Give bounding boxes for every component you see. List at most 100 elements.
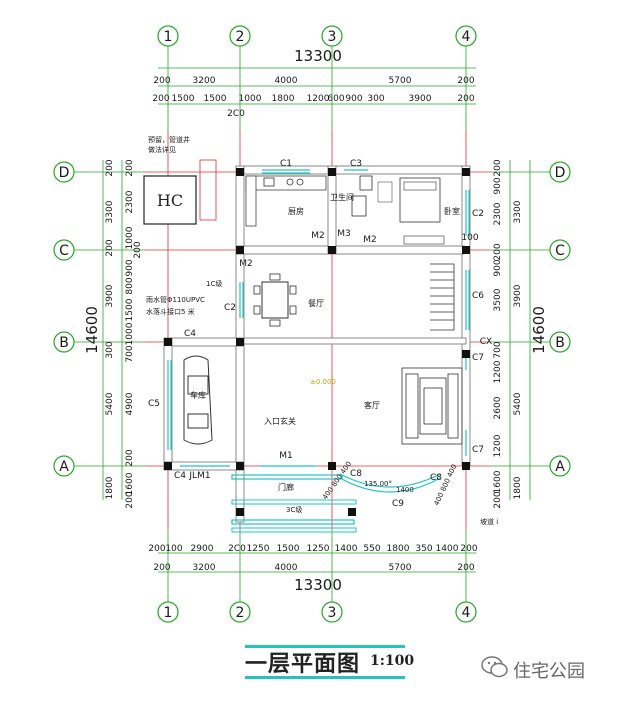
kitchen-counter-side [245, 175, 257, 227]
stair-icon [430, 263, 455, 331]
top-dims-row2: 200 1500 1500 1000 1800 1200 600 900 300… [152, 94, 474, 104]
axis-label: C [555, 243, 565, 259]
total-width-top: 13300 [294, 47, 342, 65]
room-dining: 餐厅 [308, 299, 324, 308]
room-garage: 车库 [190, 390, 206, 400]
dim-value: 800 [125, 277, 135, 294]
title-rule-bottom [245, 676, 405, 679]
dim-value: 200 [125, 491, 135, 508]
tag-m1: M1 [279, 451, 293, 461]
entrance-steps [231, 499, 357, 533]
tag-c4b: C4 [174, 471, 186, 481]
axis-label: A [555, 459, 565, 475]
left-dims-outer: 200 3300 200 3900 300 5400 1800 [105, 159, 115, 499]
tag-cx: CX [480, 337, 492, 347]
dim-value: 1250 [307, 544, 330, 554]
tag-c8b: C8 [430, 473, 442, 483]
note-shaft2: 做法详见 [148, 145, 176, 154]
shaft [199, 159, 217, 221]
dim-value: 1600 [493, 470, 503, 493]
tag-c2: C2 [472, 209, 484, 219]
dining-table-icon [261, 281, 289, 319]
dim-value: 200 [153, 76, 170, 86]
chair-icons [253, 273, 297, 327]
dim-value: 200 [152, 94, 169, 104]
axis-label: 3 [328, 29, 337, 45]
tag-m2: M2 [311, 231, 325, 241]
right-dims-outer: 3300 3900 5400 1800 [513, 200, 523, 499]
dim-value: 200 [153, 563, 170, 573]
hc-label: HC [157, 191, 183, 210]
wardrobe-icon [377, 181, 393, 203]
level-mark: ±0.000 [310, 378, 336, 386]
dim-value: 4000 [275, 76, 298, 86]
dim-value: 1000 [125, 322, 135, 345]
dim-value: 2900 [191, 544, 214, 554]
tag-c7b: C7 [472, 445, 484, 455]
tag-c9: C9 [392, 499, 404, 509]
tag-m2b: M2 [363, 235, 377, 245]
tag-c3: C3 [350, 159, 362, 169]
total-depth-right: 14600 [530, 306, 548, 354]
total-depth-left: 14600 [83, 306, 101, 354]
dim-value: 200 [457, 563, 474, 573]
dim-value: 300 [105, 341, 115, 358]
axis-leaders [74, 46, 550, 602]
dim-note: 2C0 [227, 109, 245, 119]
dim-value: 200 [493, 243, 503, 260]
dim-value: 4000 [275, 563, 298, 573]
bottom-dims-row1: 200 100 2900 2C0 1250 1500 1250 1400 550… [148, 544, 477, 554]
room-bedroom: 卧室 [444, 206, 460, 216]
dim-value: 1400 [436, 544, 459, 554]
dim-value: 5700 [389, 76, 412, 86]
dim-value: 350 [415, 544, 432, 554]
dim-value: 900 [493, 259, 503, 276]
dim-value: 200 [493, 159, 503, 176]
ramp-note: 坡道 i [480, 517, 498, 526]
toilet-icon [351, 195, 367, 217]
step-note: 1C级 [206, 279, 222, 288]
dim-value: 1800 [105, 476, 115, 499]
step-note2: 3C级 [286, 505, 302, 514]
axis-label: 1 [164, 29, 173, 45]
tag-c6: C6 [472, 291, 484, 301]
dim-value: 1500 [125, 298, 135, 321]
right-dims-inner: 200 900 2300 200 900 3500 700 1200 2600 … [493, 159, 503, 508]
dim-value: 300 [367, 94, 384, 104]
floor-plan: 1 2 3 4 1 2 3 4 D C B A D C B A [53, 25, 571, 623]
note-shaft: 预留，管道井 [148, 135, 190, 144]
axis-label: D [59, 165, 70, 181]
hc-box [143, 175, 197, 225]
dim-value: 2300 [493, 202, 503, 225]
stove-icon [286, 178, 294, 186]
tag-100: 100 [461, 233, 478, 243]
drawing-scale: 1:100 [370, 653, 415, 669]
tag-c5: C5 [148, 399, 160, 409]
tag-m2c: M2 [239, 259, 253, 269]
dim-value: 600 [327, 94, 344, 104]
axis-label: 4 [462, 605, 471, 621]
dim-value: 3200 [193, 76, 216, 86]
dim-value: 1600 [125, 472, 135, 495]
dim-value: 3900 [105, 284, 115, 307]
note-pipe2: 水落斗接口5 米 [146, 307, 195, 316]
dim-value: 1500 [172, 94, 195, 104]
bed-icon [399, 177, 441, 223]
dim-value: 2300 [125, 190, 135, 213]
bottom-dims-row2: 200 3200 4000 5700 200 [153, 563, 474, 573]
dim-value: 3300 [105, 200, 115, 223]
top-dims-row1: 200 3200 4000 5700 200 [153, 76, 474, 86]
dim-value: 1000 [239, 94, 262, 104]
sink-icon [263, 177, 275, 187]
dim-value: 3900 [409, 94, 432, 104]
dim-value: 200 [457, 94, 474, 104]
axis-label: B [59, 335, 69, 351]
dim-value: 100 [165, 544, 182, 554]
drawing-title: 一层平面图 [245, 651, 361, 677]
dim-value: 900 [493, 177, 503, 194]
tag-c1: C1 [280, 159, 292, 169]
dim-value: 200 [105, 159, 115, 176]
windows [167, 169, 470, 525]
tag-m3: M3 [337, 229, 351, 239]
dim-value: 1500 [204, 94, 227, 104]
